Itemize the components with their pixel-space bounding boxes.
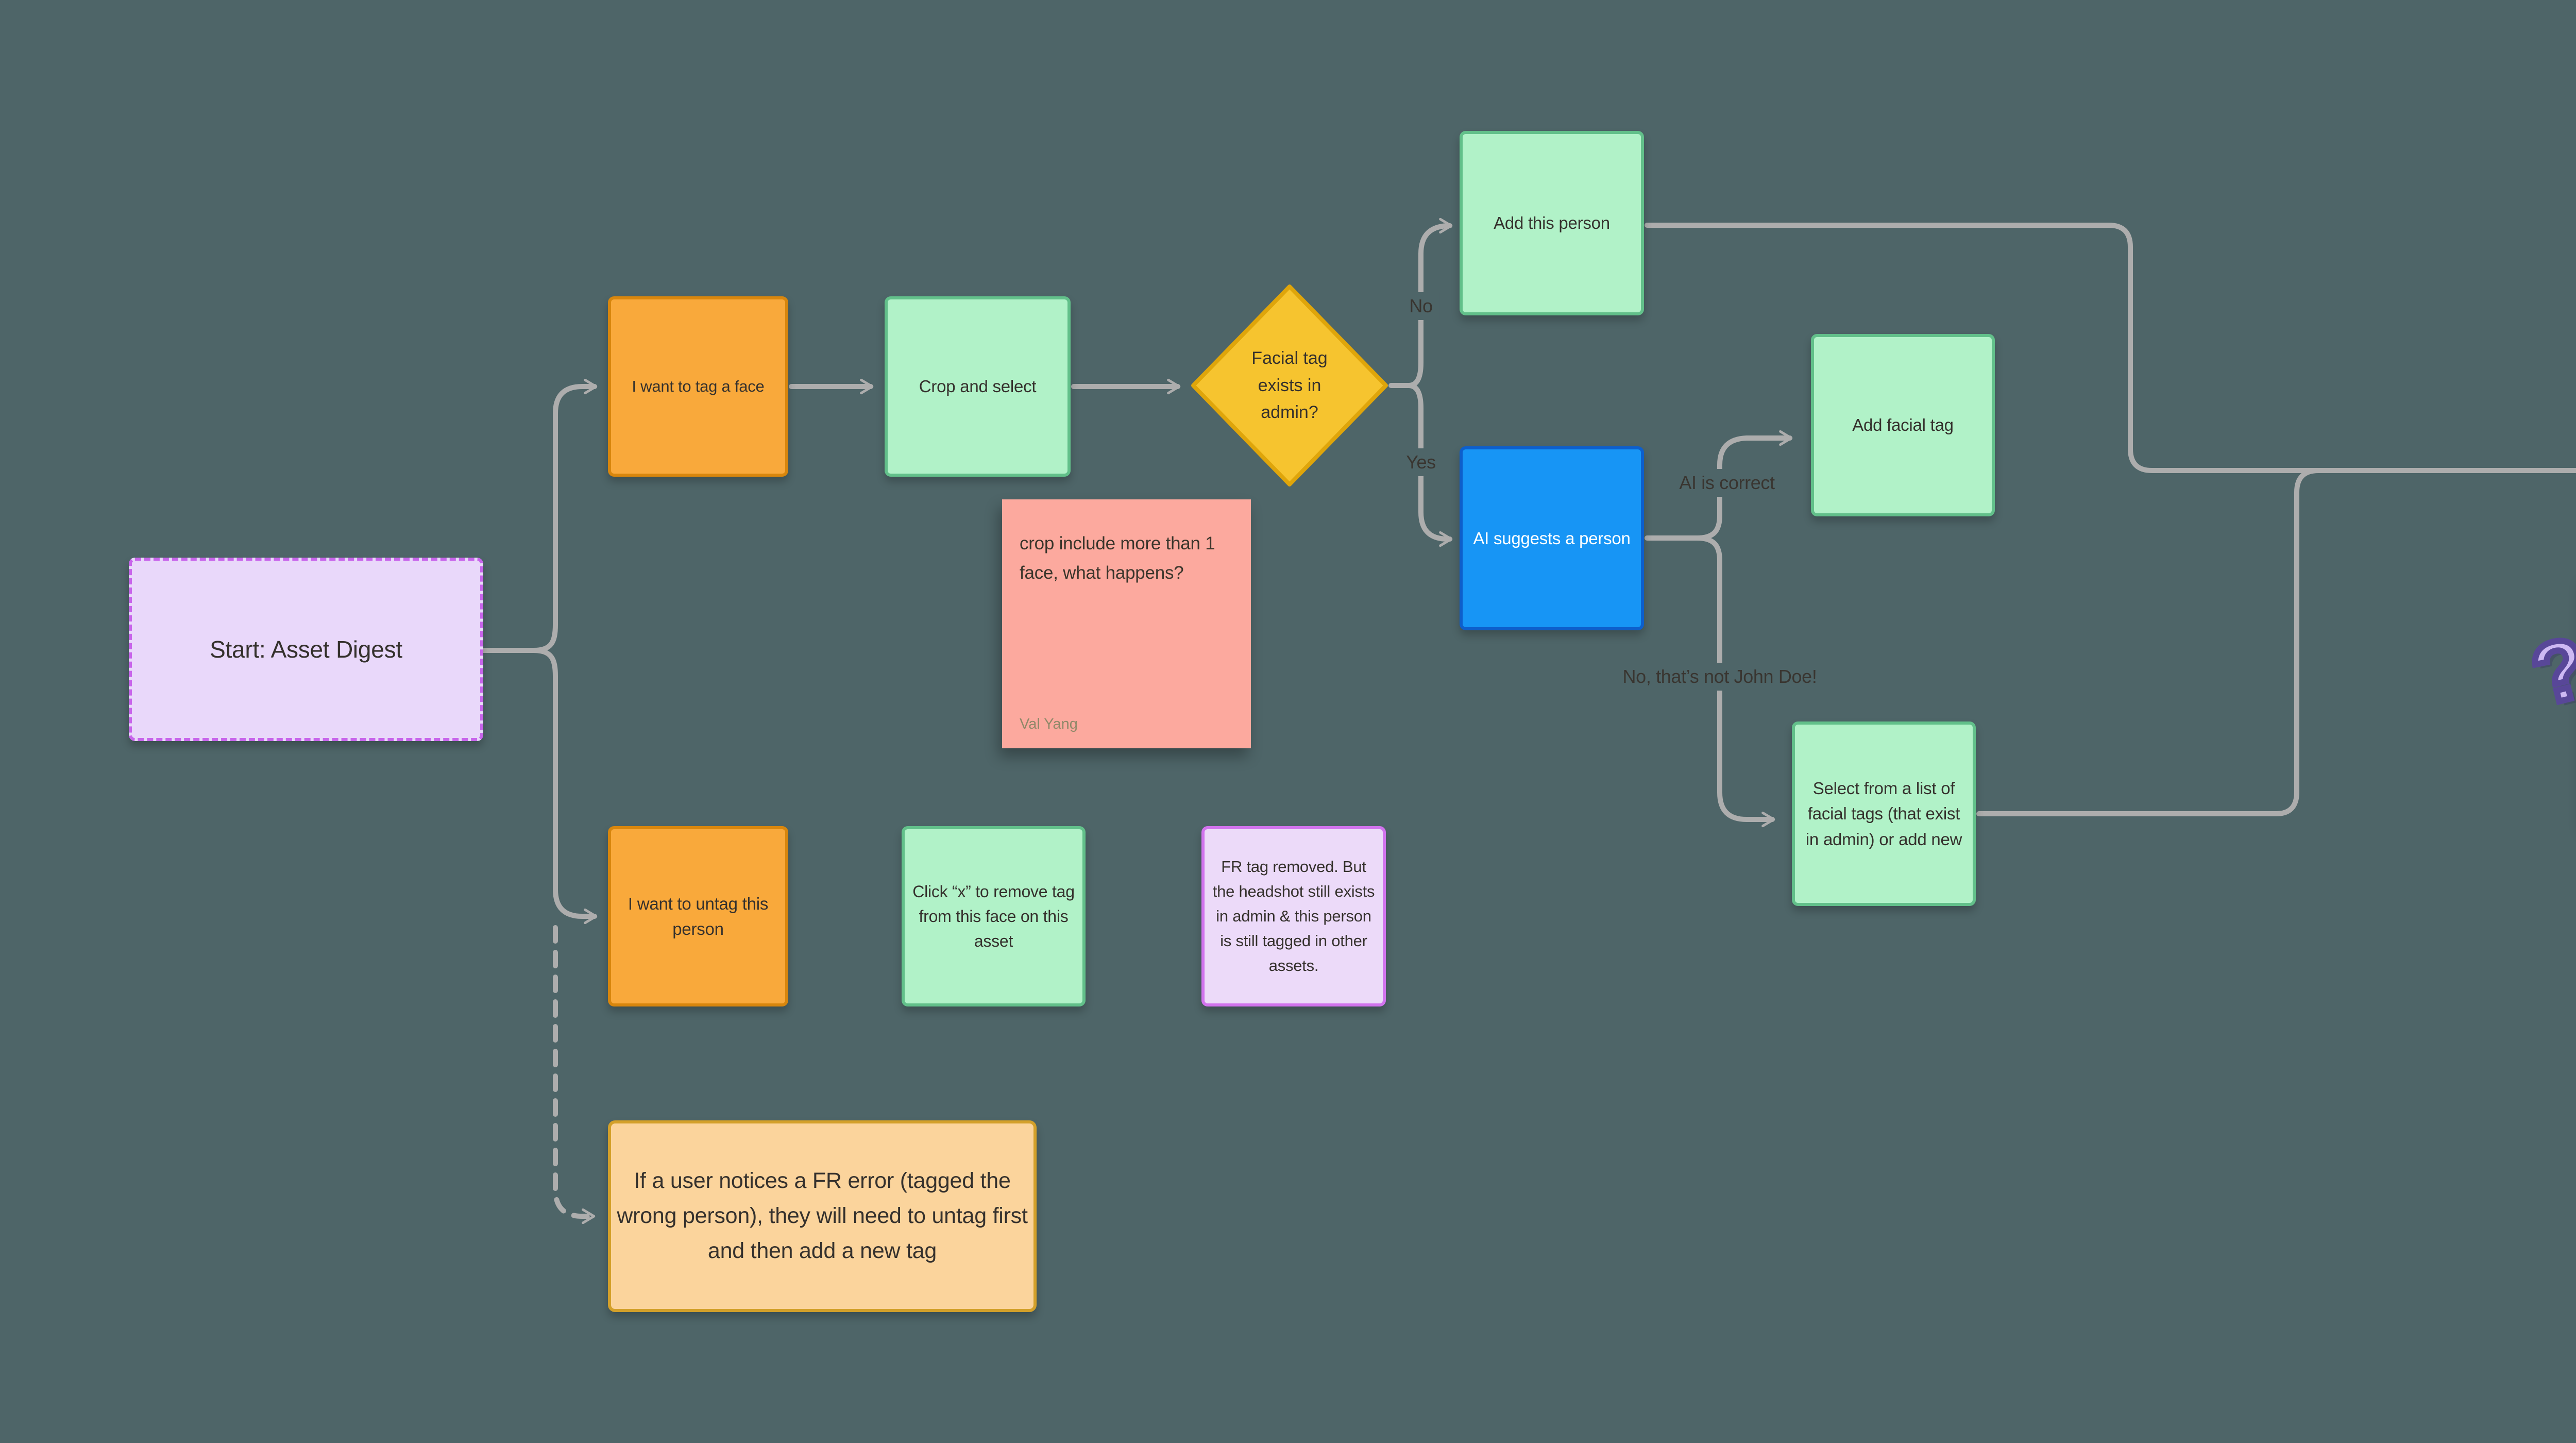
node-label: I want to untag this person [628,894,769,939]
node-start[interactable]: Start: Asset Digest [129,558,483,741]
connector-start-to-tag-face[interactable] [531,378,598,653]
node-ai-suggests-person[interactable]: AI suggests a person [1460,446,1644,630]
node-label: I want to tag a face [632,377,765,395]
node-label: Click “x” to remove tag from this face o… [912,882,1075,950]
node-add-this-person[interactable]: Add this person [1460,131,1644,315]
node-label: AI suggests a person [1473,528,1631,548]
node-label: Add this person [1494,213,1610,233]
node-label: Crop and select [919,377,1037,396]
node-select-from-list[interactable]: Select from a list of facial tags (that … [1792,722,1976,906]
connector-diamond-yes-to-ai[interactable] [1406,383,1453,547]
decision-diamond-shape[interactable] [1191,284,1388,486]
node-tag-face[interactable]: I want to tag a face [608,296,788,477]
node-label: Select from a list of facial tags (that … [1805,778,1962,849]
node-label: If a user notices a FR error (tagged the… [617,1168,1028,1263]
sticky-text: crop include more than 1 face, what happ… [1020,533,1215,583]
node-crop-select[interactable]: Crop and select [885,296,1071,477]
node-click-x-remove[interactable]: Click “x” to remove tag from this face o… [902,826,1086,1006]
node-label: FR tag removed. But the headshot still e… [1212,857,1375,975]
sticky-author: Val Yang [1020,716,1078,732]
connector-ai-wrong-to-select[interactable] [1694,535,1775,828]
node-untag-person[interactable]: I want to untag this person [608,826,788,1006]
connector-add-person-to-found[interactable] [1645,223,2576,473]
node-label: Add facial tag [1852,415,1954,435]
node-label: Start: Asset Digest [210,635,402,663]
edge-label-yes[interactable]: Yes [1399,448,1443,476]
node-label: Facial tag exists in admin? [1251,348,1328,423]
node-add-facial-tag[interactable]: Add facial tag [1811,334,1995,516]
connector-select-to-found-join[interactable] [1976,468,2321,816]
connector-ai-correct-to-add-tag[interactable] [1694,430,1793,541]
decision-facial-tag-exists[interactable]: Facial tag exists in admin? [1228,309,1351,462]
connector-start-to-note-dashed[interactable] [553,925,596,1224]
edge-label-ai-correct[interactable]: AI is correct [1672,469,1782,497]
connector-diamond-no-to-add-person[interactable] [1406,217,1453,388]
sticky-crop-question[interactable]: crop include more than 1 face, what happ… [1002,499,1251,748]
edge-label-no[interactable]: No [1402,292,1440,320]
node-fr-tag-removed[interactable]: FR tag removed. But the headshot still e… [1201,826,1386,1006]
node-untag-first-note[interactable]: If a user notices a FR error (tagged the… [608,1120,1037,1312]
connector-start-to-untag[interactable] [531,648,598,925]
edge-label-not-john-doe[interactable]: No, that’s not John Doe! [1615,663,1824,691]
